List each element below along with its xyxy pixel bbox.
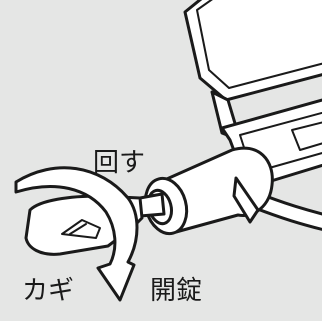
key-label: カギ [22,278,74,304]
turn-label: 回す [93,150,145,176]
key [26,194,164,254]
unlock-label: 開錠 [150,278,202,304]
